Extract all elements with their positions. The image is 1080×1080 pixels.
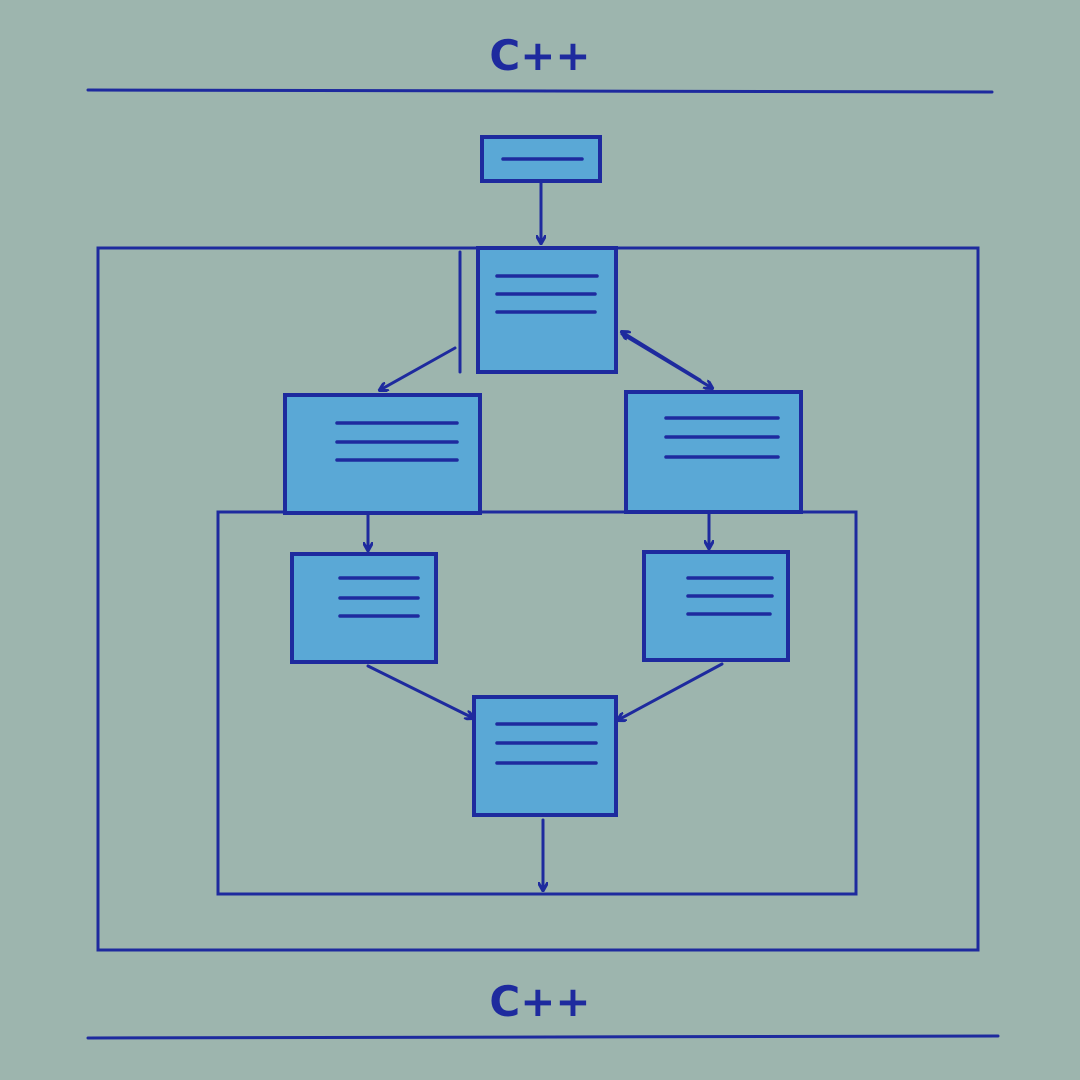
process-node-left bbox=[283, 393, 482, 515]
arrow bbox=[618, 662, 724, 720]
merge-node bbox=[472, 695, 618, 817]
header-title: C++ bbox=[489, 31, 590, 80]
start-node bbox=[480, 135, 602, 183]
process-node-left-lower bbox=[290, 552, 438, 664]
arrow bbox=[622, 332, 702, 382]
footer-divider bbox=[86, 1034, 1000, 1040]
arrow bbox=[380, 346, 457, 390]
process-node-right-lower bbox=[642, 550, 790, 662]
arrow bbox=[366, 664, 473, 718]
process-node-right bbox=[624, 390, 803, 514]
header-divider bbox=[86, 88, 994, 94]
footer-title: C++ bbox=[489, 977, 590, 1026]
process-node-main bbox=[476, 246, 618, 374]
inner-frame bbox=[216, 510, 858, 896]
